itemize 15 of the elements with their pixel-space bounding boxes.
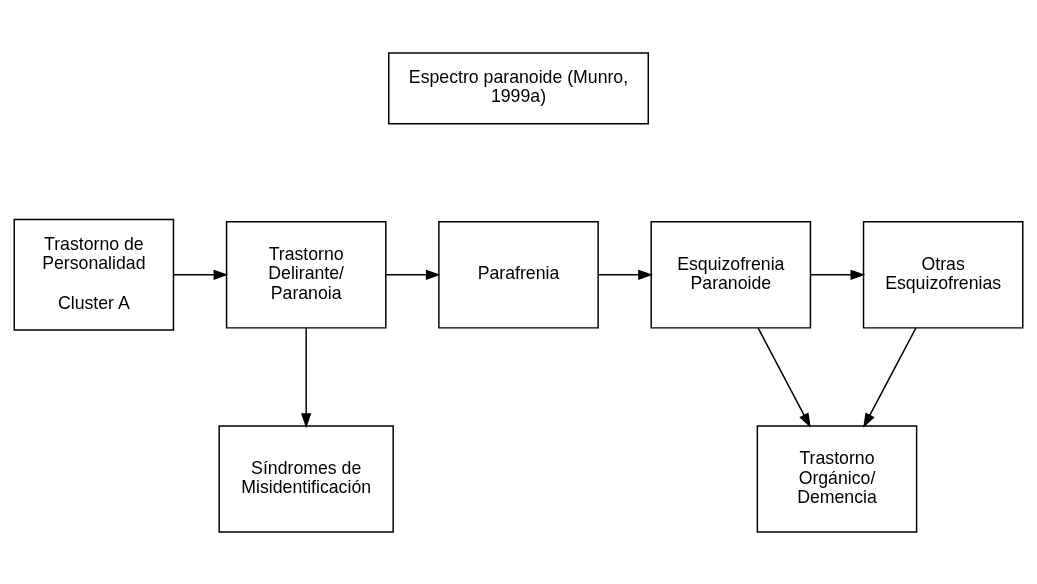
node-box: Trastorno Delirante/ Paranoia	[225, 220, 387, 329]
arrow	[597, 269, 653, 280]
node-box: Parafrenia	[438, 220, 599, 329]
node-box: Síndromes de Misidentificación	[218, 424, 394, 533]
node-box: Espectro paranoide (Munro, 1999a)	[388, 51, 649, 124]
arrow	[301, 326, 312, 428]
node-box: Trastorno Orgánico/ Demencia	[756, 424, 918, 533]
arrow	[810, 269, 866, 280]
arrow	[863, 326, 917, 428]
arrow	[173, 269, 229, 280]
node-box: Trastorno de Personalidad Cluster A	[13, 218, 175, 331]
node-box: Otras Esquizofrenias	[862, 220, 1024, 329]
node-box: Esquizofrenia Paranoide	[650, 220, 812, 329]
arrow	[757, 326, 811, 428]
arrow	[385, 269, 441, 280]
